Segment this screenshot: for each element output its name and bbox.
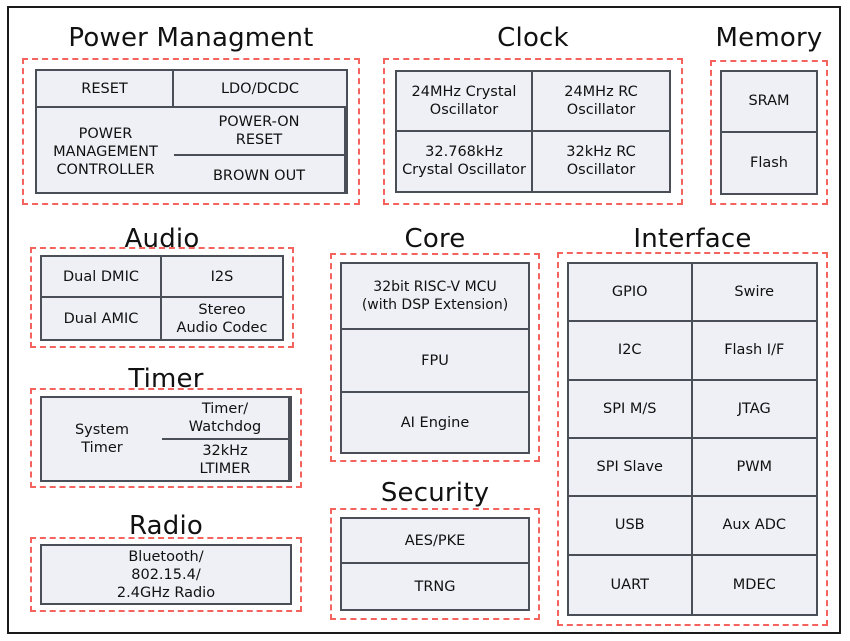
block-dual-amic[interactable]: Dual AMIC (42, 298, 162, 339)
block-table-security: AES/PKE TRNG (340, 517, 530, 611)
block-i2s[interactable]: I2S (162, 257, 282, 298)
group-title-radio: Radio (128, 511, 204, 541)
block-reset[interactable]: RESET (37, 71, 174, 108)
group-region-memory (710, 60, 828, 205)
block-table-audio: Dual DMIC I2S Dual AMIC Stereo Audio Cod… (40, 255, 284, 341)
block-fpu[interactable]: FPU (342, 330, 528, 393)
block-24mhz-crystal-oscillator[interactable]: 24MHz Crystal Oscillator (397, 72, 533, 132)
block-32768khz-crystal-oscillator[interactable]: 32.768kHz Crystal Oscillator (397, 131, 533, 191)
block-spi-slave[interactable]: SPI Slave (569, 438, 693, 498)
group-region-power (22, 58, 360, 205)
block-table-core: 32bit RISC-V MCU (with DSP Extension) FP… (340, 262, 530, 454)
group-region-interface (557, 252, 828, 626)
block-spi-ms[interactable]: SPI M/S (569, 380, 693, 439)
block-table-interface: GPIO Swire I2C Flash I/F SPI M/S JTAG SP… (567, 262, 818, 616)
group-region-security (330, 508, 540, 620)
block-32khz-ltimer[interactable]: 32kHz LTIMER (162, 440, 290, 480)
group-region-clock (383, 58, 683, 205)
block-uart[interactable]: UART (569, 555, 693, 614)
block-swire[interactable]: Swire (692, 264, 816, 323)
block-system-timer[interactable]: System Timer (42, 398, 162, 480)
group-title-audio: Audio (124, 224, 200, 254)
group-region-timer (30, 388, 302, 488)
block-aes-pke[interactable]: AES/PKE (342, 519, 528, 564)
block-flash[interactable]: Flash (722, 132, 816, 193)
block-bluetooth-radio[interactable]: Bluetooth/ 802.15.4/ 2.4GHz Radio (42, 546, 290, 603)
block-usb[interactable]: USB (569, 497, 693, 556)
group-title-security: Security (380, 478, 490, 508)
block-timer-watchdog[interactable]: Timer/ Watchdog (162, 398, 290, 440)
block-flash-if[interactable]: Flash I/F (692, 322, 816, 381)
block-riscv-mcu[interactable]: 32bit RISC-V MCU (with DSP Extension) (342, 264, 528, 330)
block-table-clock: 24MHz Crystal Oscillator 24MHz RC Oscill… (395, 70, 671, 193)
block-jtag[interactable]: JTAG (692, 380, 816, 439)
block-pwm[interactable]: PWM (692, 438, 816, 498)
block-power-management-controller[interactable]: POWER MANAGEMENT CONTROLLER (37, 108, 174, 192)
block-i2c[interactable]: I2C (569, 322, 693, 381)
block-brown-out[interactable]: BROWN OUT (174, 156, 346, 192)
block-table-power: RESET LDO/DCDC POWER-ON RESET POWER MANA… (35, 69, 348, 194)
block-aux-adc[interactable]: Aux ADC (692, 497, 816, 556)
block-32khz-rc-oscillator[interactable]: 32kHz RC Oscillator (533, 131, 669, 191)
group-region-core (330, 253, 540, 462)
block-ldo-dcdc[interactable]: LDO/DCDC (174, 71, 346, 108)
group-title-clock: Clock (497, 23, 569, 53)
group-region-radio (30, 537, 302, 612)
group-title-core: Core (404, 224, 466, 254)
block-table-memory: SRAM Flash (720, 70, 818, 195)
block-dual-dmic[interactable]: Dual DMIC (42, 257, 162, 298)
block-power-on-reset[interactable]: POWER-ON RESET (174, 108, 346, 156)
group-title-memory: Memory (715, 23, 823, 53)
block-mdec[interactable]: MDEC (692, 555, 816, 614)
block-24mhz-rc-oscillator[interactable]: 24MHz RC Oscillator (533, 72, 669, 132)
block-table-timer: Timer/ Watchdog System Timer 32kHz LTIME… (40, 396, 292, 482)
block-gpio[interactable]: GPIO (569, 264, 693, 323)
group-title-power: Power Managment (68, 23, 314, 53)
block-ai-engine[interactable]: AI Engine (342, 393, 528, 452)
group-region-audio (30, 247, 294, 348)
group-title-interface: Interface (633, 224, 752, 254)
block-table-radio: Bluetooth/ 802.15.4/ 2.4GHz Radio (40, 544, 292, 605)
block-trng[interactable]: TRNG (342, 564, 528, 609)
block-stereo-audio-codec[interactable]: Stereo Audio Codec (162, 298, 282, 339)
block-sram[interactable]: SRAM (722, 72, 816, 133)
